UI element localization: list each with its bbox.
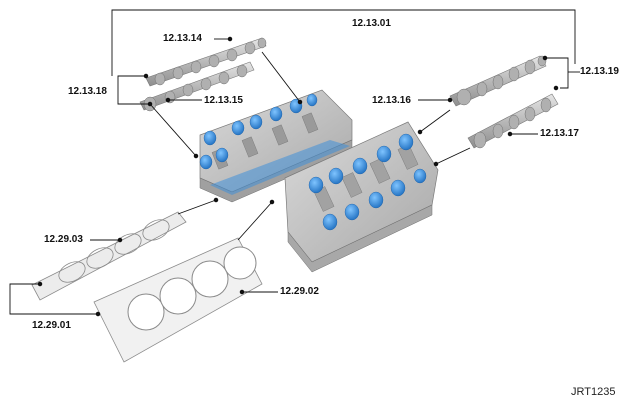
leader-lines — [9, 9, 580, 317]
callout-12-13-17: 12.13.17 — [540, 128, 579, 139]
head-gasket-left — [31, 211, 187, 301]
callout-12-29-02: 12.29.02 — [280, 286, 319, 297]
callout-12-29-01: 12.29.01 — [32, 320, 71, 331]
callout-12-29-03: 12.29.03 — [44, 234, 83, 245]
callout-12-13-15: 12.13.15 — [204, 95, 243, 106]
callout-12-13-18: 12.13.18 — [68, 86, 107, 97]
camshaft-right-upper — [449, 55, 547, 107]
callout-12-13-16: 12.13.16 — [372, 95, 411, 106]
callout-12-13-01: 12.13.01 — [352, 18, 391, 29]
figure-reference: JRT1235 — [571, 386, 616, 398]
head-gasket-right — [93, 237, 263, 363]
camshaft-left-upper — [145, 37, 267, 87]
cylinder-head-left — [199, 89, 353, 203]
camshaft-right-lower — [467, 93, 559, 149]
callout-12-13-14: 12.13.14 — [163, 33, 202, 44]
callout-12-13-19: 12.13.19 — [580, 66, 619, 77]
cylinder-head-right — [284, 121, 439, 273]
